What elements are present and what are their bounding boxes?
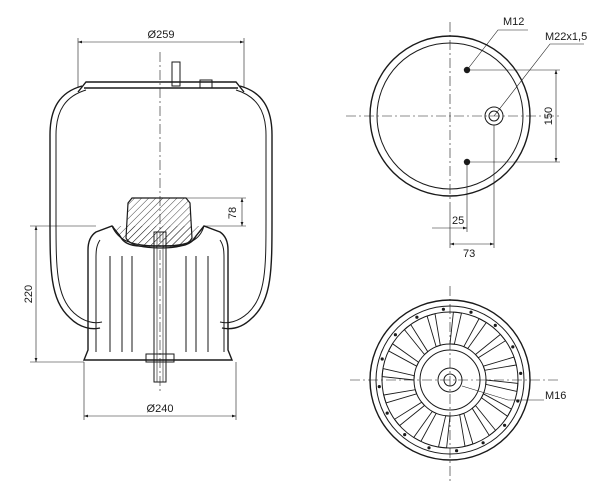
bottom-ring-4 — [419, 349, 481, 411]
bottom-rib — [463, 317, 487, 350]
bottom-rib — [471, 404, 497, 437]
bottom-rib-dot — [493, 323, 497, 327]
bottom-rib — [437, 415, 451, 449]
top-view: M12 M22x1,5 150 25 73 — [346, 16, 587, 260]
bottom-rib-dot — [385, 411, 389, 415]
bottom-hub-inner — [443, 373, 457, 387]
piston-ribs — [109, 256, 209, 352]
bottom-rib-dot — [511, 345, 515, 349]
bottom-rib — [403, 323, 429, 356]
bottom-rib — [381, 367, 415, 381]
bottom-rib-dot — [403, 433, 407, 437]
air-inlet-stub — [199, 79, 213, 89]
side-view: Ø259 Ø240 220 78 — [23, 29, 273, 420]
dim-offset-large: 73 — [463, 248, 475, 260]
leader-bolt-thread — [466, 29, 528, 71]
bellows-inner-outline — [55, 89, 267, 324]
bottom-outer-circle — [369, 299, 531, 461]
bottom-rib-dot — [427, 446, 431, 450]
bottom-rib — [480, 393, 513, 417]
bottom-rib — [474, 333, 507, 359]
bottom-rib-dot — [455, 449, 459, 453]
bottom-rib — [387, 343, 420, 367]
bottom-rib — [482, 356, 517, 371]
bottom-rib — [426, 313, 441, 348]
leader-air-inlet — [493, 43, 584, 117]
dim-top-diameter: Ø259 — [148, 29, 175, 41]
bottom-rib-dot — [503, 423, 507, 427]
bottom-rib-dot — [469, 310, 473, 314]
bottom-rib-dot — [481, 441, 485, 445]
bottom-rib — [413, 410, 437, 443]
label-air-inlet: M22x1,5 — [545, 31, 587, 43]
bottom-rib — [449, 311, 463, 345]
bottom-rib-dot — [393, 333, 397, 337]
bottom-rib — [459, 412, 474, 447]
label-bottom-thread: M16 — [545, 390, 566, 402]
air-inlet-inner — [488, 110, 500, 122]
label-bolt-thread: M12 — [503, 16, 524, 28]
bottom-hub — [437, 367, 463, 393]
bottom-rib — [485, 379, 519, 393]
dim-piston-height: 78 — [227, 207, 239, 219]
bottom-rib-dot — [519, 371, 523, 375]
bottom-rib-dot — [441, 307, 445, 311]
top-plate — [77, 81, 245, 93]
bottom-rib-dot — [377, 385, 381, 389]
dim-height: 220 — [23, 285, 35, 303]
bottom-view: M16 — [350, 286, 566, 482]
dim-bottom-diameter: Ø240 — [147, 403, 174, 415]
dim-bolt-spacing: 150 — [543, 107, 555, 125]
piston-outer — [82, 225, 234, 361]
leader-bottom-thread — [461, 385, 544, 401]
bottom-ring-1 — [375, 305, 525, 455]
bottom-rib — [383, 389, 418, 404]
bottom-rib-dot — [380, 357, 384, 361]
bellows-outline — [49, 85, 273, 330]
bottom-ribs — [377, 307, 523, 453]
bottom-rib — [393, 401, 426, 427]
bottom-ring-2 — [381, 311, 519, 449]
piston-inner — [95, 239, 225, 352]
bottom-rib-dot — [415, 315, 419, 319]
dim-offset-small: 25 — [452, 215, 464, 227]
top-bolt — [171, 61, 181, 87]
